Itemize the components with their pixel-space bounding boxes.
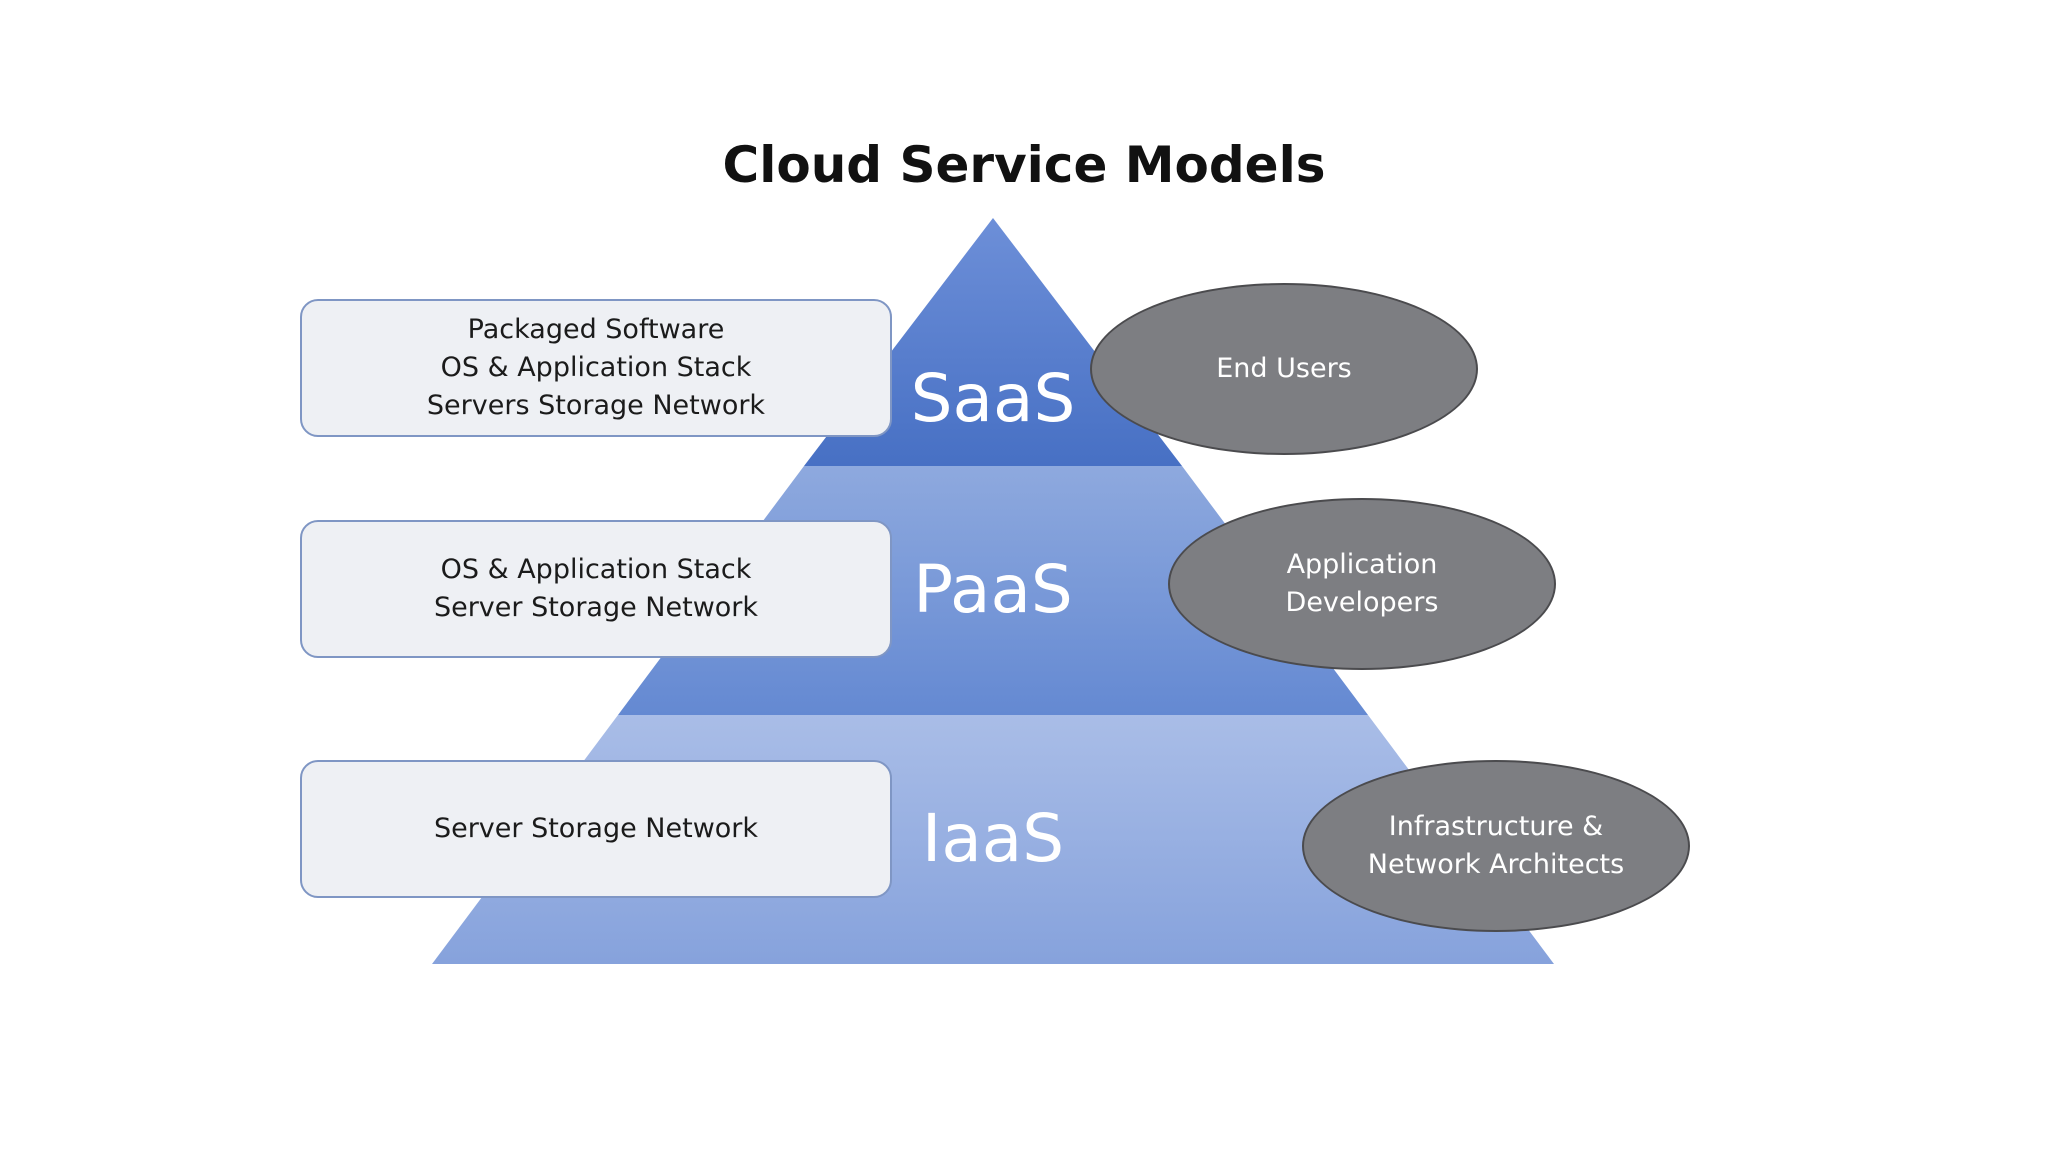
saas-stack-line: Packaged Software (467, 314, 725, 345)
iaas-stack-line: Server Storage Network (433, 813, 759, 844)
tier-label-saas: SaaS (911, 360, 1076, 437)
paas-stack-box: OS & Application Stack Server Storage Ne… (300, 520, 892, 658)
tier-label-iaas: IaaS (922, 800, 1064, 877)
paas-audience-ellipse: Application Developers (1168, 498, 1556, 670)
saas-audience-ellipse: End Users (1090, 283, 1478, 455)
saas-stack-line: Servers Storage Network (426, 390, 766, 421)
iaas-audience-ellipse: Infrastructure & Network Architects (1302, 760, 1690, 932)
iaas-stack-box: Server Storage Network (300, 760, 892, 898)
tier-label-paas: PaaS (913, 551, 1073, 628)
iaas-audience-line: Infrastructure & (1388, 811, 1604, 842)
pyramid-tier-saas (804, 218, 1182, 466)
saas-audience-line: End Users (1216, 353, 1352, 384)
paas-stack-line: Server Storage Network (433, 592, 759, 623)
paas-audience-line: Developers (1285, 587, 1439, 618)
paas-stack-line: OS & Application Stack (440, 554, 752, 585)
paas-audience-line: Application (1286, 549, 1438, 580)
saas-stack-line: OS & Application Stack (440, 352, 752, 383)
diagram-title: Cloud Service Models (722, 136, 1326, 194)
iaas-audience-line: Network Architects (1367, 849, 1625, 880)
saas-stack-box: Packaged Software OS & Application Stack… (300, 299, 892, 437)
